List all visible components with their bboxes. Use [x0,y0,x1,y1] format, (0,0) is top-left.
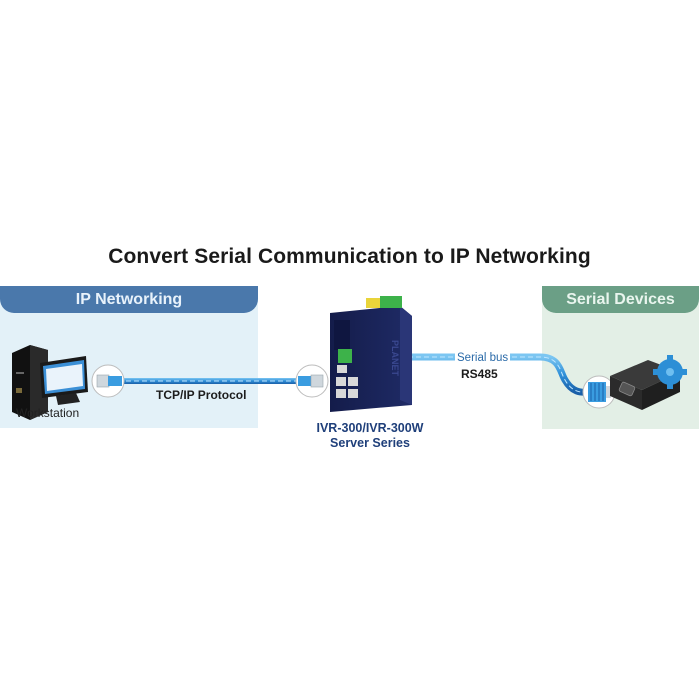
serial-device-server-icon: PLANET [330,296,412,412]
rs485-label: RS485 [461,367,498,381]
serial-device-icon [610,355,687,410]
serial-bus-label: Serial bus [455,352,511,364]
workstation-label: Workstation [16,406,80,420]
rj45-connector-icon [295,364,329,398]
ethernet-cable [118,378,308,384]
db9-connector-icon [582,375,616,409]
diagram-title: Convert Serial Communication to IP Netwo… [108,245,591,268]
server-model: IVR-300/IVR-300W [316,421,424,435]
serial-devices-header: Serial Devices [542,286,699,313]
tcp-ip-protocol-label: TCP/IP Protocol [156,388,247,402]
brand-text: PLANET [390,340,400,377]
server-series: Server Series [330,436,410,450]
workstation-icon [12,345,88,420]
ip-networking-header: IP Networking [0,286,258,313]
rj45-connector-icon [91,364,125,398]
serial-cable [348,353,594,396]
server-name: IVR-300/IVR-300W Server Series [290,421,450,451]
gear-icon [653,355,687,389]
